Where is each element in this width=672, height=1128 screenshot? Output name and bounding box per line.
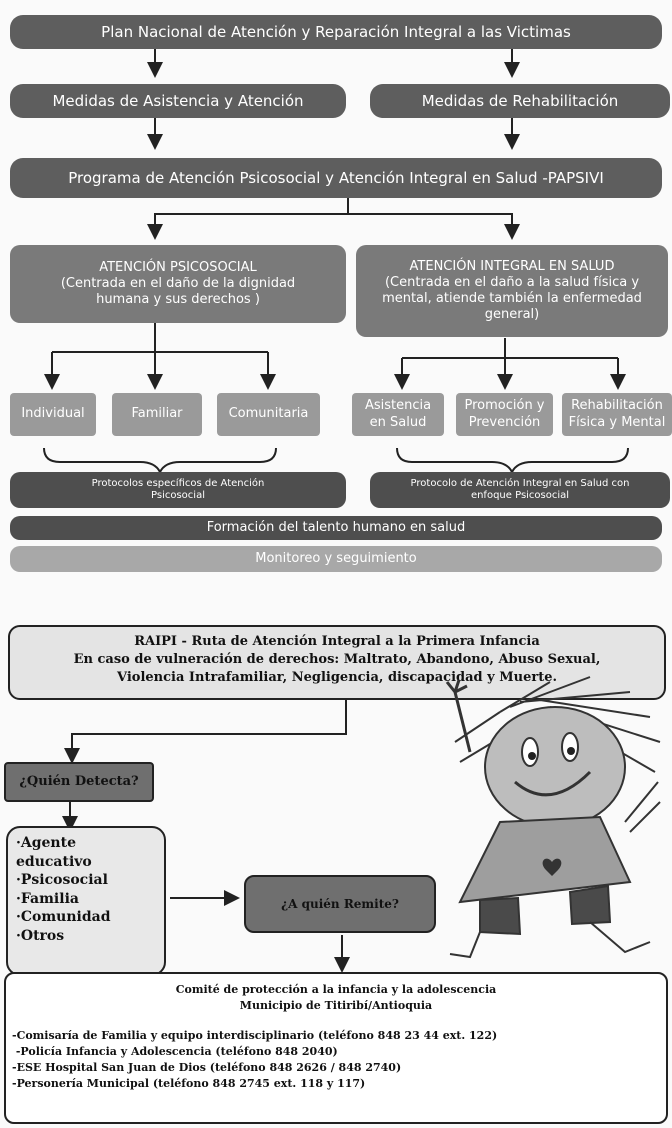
detect-item: ·Familia <box>16 890 79 907</box>
contact-item: -Comisaría de Familia y equipo interdisc… <box>12 1028 498 1042</box>
detect-item: ·Comunidad <box>16 909 111 926</box>
comunitaria-box: Comunitaria <box>217 393 320 436</box>
raipi-line1: RAIPI - Ruta de Atención Integral a la P… <box>134 634 540 649</box>
formacion-box: Formación del talento humano en salud <box>10 516 662 540</box>
atencion-psicosocial-box: ATENCIÓN PSICOSOCIAL (Centrada en el dañ… <box>10 245 346 323</box>
psicosocial-desc: (Centrada en el daño de la dignidad huma… <box>60 275 296 308</box>
atencion-salud-box: ATENCIÓN INTEGRAL EN SALUD (Centrada en … <box>356 245 668 337</box>
rehabilitacion-fisica-box: Rehabilitación Física y Mental <box>562 393 672 436</box>
comite-title: Comité de protección a la infancia y la … <box>175 983 497 996</box>
monitoreo-box: Monitoreo y seguimiento <box>10 546 662 572</box>
familiar-box: Familiar <box>112 393 202 436</box>
child-drawing <box>445 676 661 959</box>
detect-item: ·Agente <box>16 835 76 851</box>
psicosocial-title: ATENCIÓN PSICOSOCIAL <box>99 259 257 275</box>
contact-item: -Policía Infancia y Adolescencia (teléfo… <box>12 1044 338 1058</box>
salud-desc: (Centrada en el daño a la salud física y… <box>382 274 642 323</box>
contact-item: -ESE Hospital San Juan de Dios (teléfono… <box>12 1060 402 1074</box>
raipi-line2: En caso de vulneración de derechos: Malt… <box>73 652 601 668</box>
papsivi-box: Programa de Atención Psicosocial y Atenc… <box>10 158 662 198</box>
medidas-rehabilitacion-box: Medidas de Rehabilitación <box>370 84 670 118</box>
quien-detecta-box: ¿Quién Detecta? <box>4 762 154 802</box>
comite-box: Comité de protección a la infancia y la … <box>4 972 668 1124</box>
salud-title: ATENCIÓN INTEGRAL EN SALUD <box>409 258 615 274</box>
contact-item: -Personería Municipal (teléfono 848 2745… <box>12 1076 366 1090</box>
detect-item: ·Otros <box>16 928 65 945</box>
promocion-box: Promoción y Prevención <box>456 393 553 436</box>
detect-item: educativo <box>16 853 92 870</box>
a-quien-remite-box: ¿A quién Remite? <box>244 875 436 933</box>
plan-nacional-box: Plan Nacional de Atención y Reparación I… <box>10 15 662 49</box>
comite-sub: Municipio de Titiribí/Antioquia <box>239 998 433 1012</box>
detect-item: ·Psicosocial <box>16 872 108 889</box>
raipi-line3: Violencia Intrafamiliar, Negligencia, di… <box>117 670 557 686</box>
detect-list-box: ·Agente educativo ·Psicosocial ·Familia … <box>6 826 166 976</box>
raipi-box: RAIPI - Ruta de Atención Integral a la P… <box>8 625 666 700</box>
individual-box: Individual <box>10 393 96 436</box>
medidas-asistencia-box: Medidas de Asistencia y Atención <box>10 84 346 118</box>
protocolos-psico-box: Protocolos específicos de Atención Psico… <box>10 472 346 508</box>
asistencia-salud-box: Asistencia en Salud <box>352 393 444 436</box>
protocolo-salud-box: Protocolo de Atención Integral en Salud … <box>370 472 670 508</box>
